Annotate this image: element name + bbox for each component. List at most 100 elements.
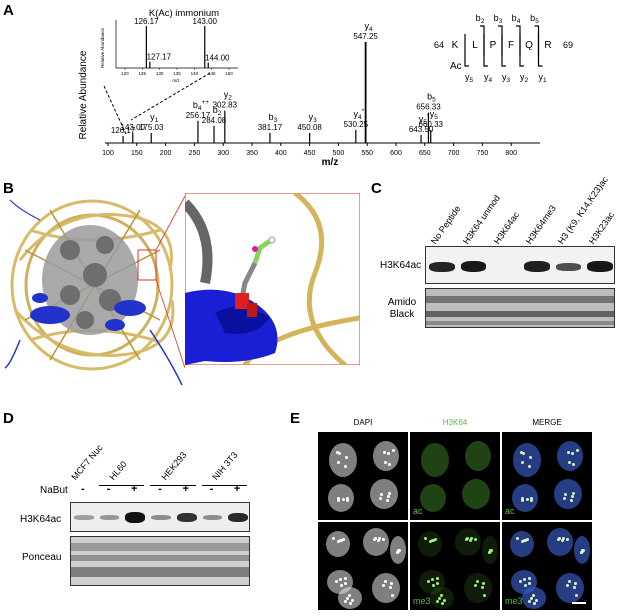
y-axis-label: Relative Abundance [78,50,89,139]
nucleus [557,441,583,471]
blot-c-column-label: H3K23ac [586,209,617,246]
nuclear-speckle [385,498,389,502]
inset-peak-label: 144.00 [205,54,230,63]
nuclear-speckle [335,580,339,584]
x-tick-label: 700 [448,150,460,157]
b-ion-label: b5 [530,13,539,25]
blot-c-band [587,261,613,272]
x-tick-label: 750 [477,150,489,157]
nuclear-speckle [561,539,565,542]
nuclear-speckle [428,539,432,543]
nucleus [370,479,398,509]
nucleus [510,531,534,557]
blot-c-band [460,261,487,272]
peak-ion-label: y2 [224,90,233,102]
blot-d-group-line [201,485,247,486]
fluorescence-tile: ac [410,432,500,520]
peak-label: 175.03 [139,123,164,132]
nucleosome-structure [4,195,185,386]
nuclear-speckle [443,598,447,602]
nuclear-speckle [337,497,341,501]
nuclear-speckle [344,456,348,460]
nuclear-speckle [557,538,560,542]
nuclear-speckle [527,464,531,468]
y-ion-label: y2 [520,72,529,84]
nuclear-speckle [490,548,493,552]
blot-c-band [429,261,455,272]
peak-ion-label: y5 [430,109,439,121]
nuclear-speckle [520,499,524,503]
nuclear-speckle [519,580,523,584]
inset-x-tick-label: 120 [121,71,129,76]
peak-label: 660.33 [419,120,444,129]
blot-d-lane-sign: - [158,483,162,495]
nuclear-speckle [432,538,436,542]
x-tick-label: 200 [160,150,172,157]
blot-c-row-amido-text: Amido Black [387,297,417,320]
inset-x-tick-label: 135 [173,71,181,76]
fluorescence-tile: ac [502,432,592,520]
nuclear-speckle [343,576,347,580]
blot-c-lower [425,288,615,328]
nuclear-speckle [529,498,533,502]
nuclear-speckle [526,538,530,541]
peptide-start: 64 [434,40,444,50]
nuclear-speckle [564,493,568,497]
nuclear-speckle [569,498,573,502]
nuclear-speckle [516,537,519,541]
nuclear-speckle [435,576,439,580]
nuclear-speckle [522,452,526,456]
nuclear-speckle [341,498,345,501]
nuclear-speckle [436,599,439,603]
peak-ion-label: y3 [309,112,318,124]
b-ion-bracket [498,25,503,56]
fluorescence-tile: me3 [502,522,592,610]
nucleus [462,479,490,509]
peak-label: 284.08 [202,116,227,125]
blot-d-lower [70,536,250,586]
nucleus [465,441,491,471]
row-label-me3: me3 [413,596,431,606]
peak-label: 547.25 [353,32,378,41]
nuclear-speckle [337,460,340,464]
nuclear-speckle [427,580,431,584]
nucleus [418,531,442,557]
zoom-line-left [103,85,127,135]
nuclear-speckle [382,583,386,587]
nucleus [464,573,492,603]
panel-b-label: B [3,180,14,197]
blot-c-column-label: H3K64ac [491,209,522,246]
nuclear-speckle [481,585,484,589]
blot-d-band [125,512,146,523]
peak-ion-label: b5 [427,92,436,104]
nuclear-speckle [557,536,561,540]
peptide-residue: K [452,40,459,51]
inset-x-tick-label: 140 [191,71,199,76]
nuclear-speckle [377,539,381,542]
h3k64-zoom-structure [185,193,360,365]
nuclear-speckle [383,450,386,454]
nuclear-speckle [574,582,578,585]
nuclear-speckle [525,498,529,501]
x-tick-label: 300 [217,150,229,157]
y-ion-label: y3 [502,72,511,84]
nuclear-speckle [346,496,350,500]
nuclear-speckle [524,538,528,542]
blot-d-band [202,515,223,520]
nuclear-speckle [432,583,435,587]
nucleus [421,443,449,477]
peak-ion-label: b2 [213,105,222,117]
panel-a-label: A [3,2,14,19]
nucleus [547,528,573,556]
nuclear-speckle [567,450,570,454]
peak-ion-label: y4* [353,108,364,121]
row-label-ac: ac [413,506,423,516]
nuclear-speckle [571,462,575,466]
nucleus [372,573,400,603]
blot-d-band [228,512,248,523]
nuclear-speckle [567,580,571,584]
nuclear-speckle [392,448,395,452]
nuclear-speckle [342,538,346,541]
blot-d-group-label: HEK293 [159,449,189,482]
